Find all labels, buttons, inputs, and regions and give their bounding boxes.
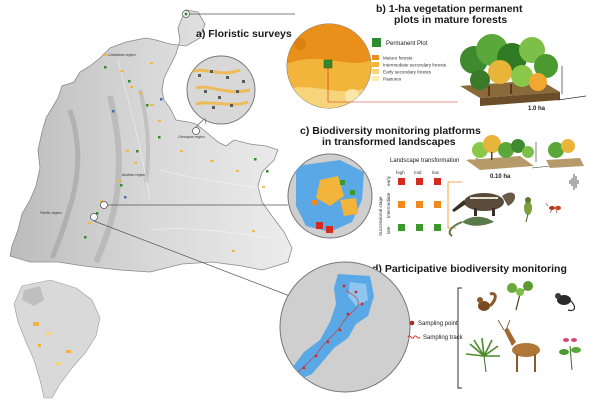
orinoquia-region-label: Orinoquia region xyxy=(178,135,205,139)
column-low: low xyxy=(432,170,440,175)
legend-mature-label: Mature forests xyxy=(383,56,413,61)
sampling-track-label: Sampling track xyxy=(423,335,464,341)
column-mid: mid xyxy=(414,170,422,175)
landscape-transformation-label: Landscape transformation xyxy=(390,158,459,164)
tree-branch-illustration xyxy=(507,281,533,311)
legend-permanent-plot-label: Permanent Plot xyxy=(386,41,428,47)
deer-illustration xyxy=(497,319,540,372)
panel-d-title: d) Participative biodiversity monitoring xyxy=(372,263,567,275)
monkey-illustration xyxy=(555,293,576,312)
sampling-point-label: Sampling point xyxy=(418,321,458,327)
species-bracket xyxy=(457,287,462,389)
panel-b: b) 1-ha vegetation permanent plots in ma… xyxy=(286,3,587,112)
panel-b-title-line2: plots in mature forests xyxy=(394,14,507,26)
successional-grid xyxy=(398,178,462,231)
bird-illustration xyxy=(524,197,532,223)
forest-block-illustration xyxy=(460,34,560,106)
panel-c-title-line1: c) Biodiversity monitoring platforms xyxy=(300,125,481,137)
colombia-map xyxy=(9,9,293,273)
column-high: high xyxy=(396,170,405,175)
pacific-region-label: Pacific region xyxy=(40,211,62,215)
row-intermediate: intermediate xyxy=(386,192,391,218)
panel-b-scale-label: 1.0 ha xyxy=(528,106,546,112)
caribbean-region-label: Caribbean region xyxy=(108,53,136,57)
sampling-track-legend-marker xyxy=(407,335,421,339)
small-forest-illustration xyxy=(466,135,584,170)
legend-early-label: Early secondary forests xyxy=(383,70,432,75)
sampling-point-legend-marker xyxy=(409,320,415,326)
map-locator-markers xyxy=(90,10,200,221)
palm-leaf-illustration xyxy=(465,337,500,373)
panel-a-title: a) Floristic surveys xyxy=(196,28,292,40)
panel-b-legend: Mature forests Intermediate secondary fo… xyxy=(372,55,447,82)
row-early: early xyxy=(386,175,391,186)
legend-permanent-plot-swatch xyxy=(372,38,381,47)
row-late: late xyxy=(386,226,391,234)
panel-d: d) Participative biodiversity monitoring… xyxy=(279,261,581,393)
panel-c: c) Biodiversity monitoring platforms in … xyxy=(287,125,584,239)
region-labels: Caribbean region Orinoquia region Andean… xyxy=(40,53,205,215)
legend-pastures-label: Pastures xyxy=(383,77,402,82)
panel-b-title-line1: b) 1-ha vegetation permanent xyxy=(376,3,523,15)
legend-intermediate-label: Intermediate secondary forests xyxy=(383,63,447,68)
squirrel-illustration xyxy=(477,292,497,311)
lizard-illustration xyxy=(448,216,494,237)
sound-wave-icon xyxy=(569,174,579,190)
ant-illustration xyxy=(545,202,561,214)
successional-stage-label: Successional stage xyxy=(378,196,383,236)
andean-region-label: Andean region xyxy=(121,173,145,177)
panel-c-scale-label: 0.10 ha xyxy=(490,174,511,180)
plant-illustration xyxy=(559,338,581,371)
panel-a: a) Floristic surveys xyxy=(186,28,292,125)
callout-lines xyxy=(93,13,295,297)
anteater-illustration xyxy=(452,192,516,216)
south-america-inset xyxy=(13,279,101,399)
map-dots xyxy=(84,12,269,252)
panel-c-title-line2: in transformed landscapes xyxy=(322,136,456,148)
